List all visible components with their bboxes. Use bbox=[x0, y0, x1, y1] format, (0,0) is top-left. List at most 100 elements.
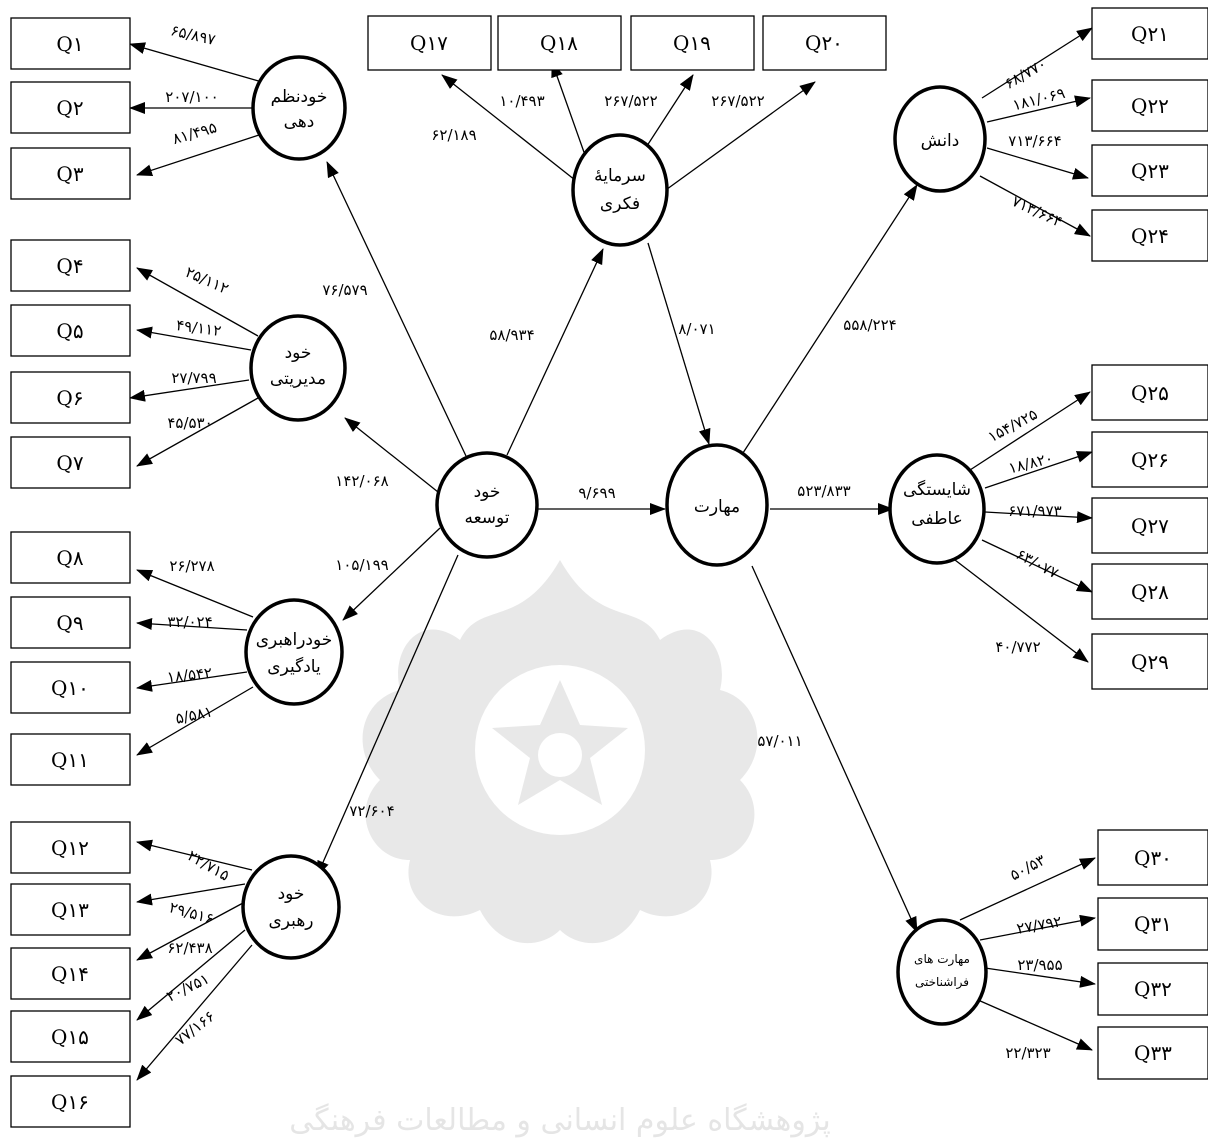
indicator-q12: Q۱۲ bbox=[10, 821, 131, 874]
svg-text:Q۱۷: Q۱۷ bbox=[410, 31, 448, 55]
svg-text:Q۲: Q۲ bbox=[56, 96, 83, 120]
indicator-q6: Q۶ bbox=[10, 371, 131, 424]
svg-text:۵۰/۵۳: ۵۰/۵۳ bbox=[1007, 851, 1048, 884]
svg-text:۵۲۳/۸۳۳: ۵۲۳/۸۳۳ bbox=[797, 482, 850, 500]
svg-text:خود: خود bbox=[474, 482, 501, 502]
edge-sd-discipline bbox=[326, 161, 467, 457]
latent-nodes: خود توسعه خودنظم دهی خود مدیریتی خودراهب… bbox=[241, 55, 988, 1026]
svg-text:Q۶: Q۶ bbox=[56, 386, 83, 410]
svg-text:۱۵۴/۷۲۵: ۱۵۴/۷۲۵ bbox=[985, 405, 1041, 446]
indicator-q4: Q۴ bbox=[10, 239, 131, 292]
svg-text:Q۳۰: Q۳۰ bbox=[1134, 846, 1172, 870]
svg-text:مهارت های: مهارت های bbox=[914, 952, 970, 967]
svg-text:Q۱۲: Q۱۲ bbox=[51, 836, 89, 860]
svg-text:Q۱۵: Q۱۵ bbox=[51, 1025, 89, 1049]
svg-text:۷۲/۶۰۴: ۷۲/۶۰۴ bbox=[349, 802, 394, 820]
indicator-q27: Q۲۷ bbox=[1091, 497, 1208, 554]
indicator-q20: Q۲۰ bbox=[762, 15, 887, 71]
svg-text:مدیریتی: مدیریتی bbox=[270, 369, 326, 389]
node-self-discipline: خودنظم دهی bbox=[251, 55, 347, 161]
svg-text:Q۲۶: Q۲۶ bbox=[1131, 448, 1169, 472]
svg-text:۶۷۱/۹۷۳: ۶۷۱/۹۷۳ bbox=[1008, 502, 1061, 520]
svg-text:Q۱۹: Q۱۹ bbox=[673, 31, 711, 55]
indicator-q32: Q۳۲ bbox=[1097, 962, 1208, 1016]
svg-text:Q۱۴: Q۱۴ bbox=[51, 962, 89, 986]
svg-text:Q۱۱: Q۱۱ bbox=[51, 748, 89, 772]
indicator-q7: Q۷ bbox=[10, 436, 131, 489]
svg-text:۲۶/۲۷۸: ۲۶/۲۷۸ bbox=[169, 557, 214, 575]
indicator-q14: Q۱۴ bbox=[10, 947, 131, 1000]
svg-text:Q۲۰: Q۲۰ bbox=[805, 31, 843, 55]
svg-text:Q۱۰: Q۱۰ bbox=[51, 676, 89, 700]
svg-text:۱۰/۴۹۳: ۱۰/۴۹۳ bbox=[499, 92, 544, 110]
svg-text:Q۹: Q۹ bbox=[56, 611, 83, 635]
svg-text:دهی: دهی bbox=[284, 112, 315, 132]
svg-text:Q۳۳: Q۳۳ bbox=[1134, 1041, 1172, 1065]
svg-text:۵۸/۹۳۴: ۵۸/۹۳۴ bbox=[489, 326, 534, 344]
indicator-q30: Q۳۰ bbox=[1097, 829, 1208, 886]
indicator-q13: Q۱۳ bbox=[10, 883, 131, 936]
svg-text:۱۰۵/۱۹۹: ۱۰۵/۱۹۹ bbox=[335, 556, 388, 574]
indicator-boxes: Q۱ Q۲ Q۳ Q۴ Q۵ Q۶ Q۷ Q۸ Q۹ Q۱۰ Q۱۱ Q۱۲ Q… bbox=[10, 7, 1208, 1128]
indicator-q31: Q۳۱ bbox=[1097, 897, 1208, 951]
svg-text:۲۵/۱۱۲: ۲۵/۱۱۲ bbox=[183, 263, 232, 298]
svg-text:۵۵۸/۲۲۴: ۵۵۸/۲۲۴ bbox=[843, 316, 896, 334]
indicator-q2: Q۲ bbox=[10, 81, 131, 134]
svg-text:Q۸: Q۸ bbox=[56, 546, 83, 570]
svg-text:Q۲۹: Q۲۹ bbox=[1131, 650, 1169, 674]
svg-text:۷۷/۱۶۶: ۷۷/۱۶۶ bbox=[172, 1007, 219, 1049]
svg-text:۷۱۳/۶۶۴: ۷۱۳/۶۶۴ bbox=[1009, 192, 1065, 231]
measurement-paths bbox=[129, 27, 1096, 1081]
indicator-q3: Q۳ bbox=[10, 147, 131, 200]
svg-text:۲۷/۷۹۲: ۲۷/۷۹۲ bbox=[1015, 912, 1063, 938]
edge-skill-metacognitive bbox=[751, 565, 918, 933]
svg-text:Q۳۲: Q۳۲ bbox=[1134, 977, 1172, 1001]
indicator-q9: Q۹ bbox=[10, 596, 131, 649]
svg-text:فراشناختی: فراشناختی bbox=[915, 975, 969, 990]
svg-text:مهارت: مهارت bbox=[694, 497, 740, 517]
indicator-q8: Q۸ bbox=[10, 531, 131, 584]
node-skill: مهارت bbox=[665, 443, 769, 567]
svg-text:خود: خود bbox=[285, 343, 312, 363]
edge-skill-knowledge bbox=[740, 184, 918, 457]
edge-sd-leadership bbox=[316, 554, 459, 877]
svg-text:Q۲۵: Q۲۵ bbox=[1131, 381, 1169, 405]
svg-text:۲۰۷/۱۰۰: ۲۰۷/۱۰۰ bbox=[165, 88, 218, 106]
svg-text:۴۰/۷۷۲: ۴۰/۷۷۲ bbox=[995, 638, 1040, 656]
svg-text:خود: خود bbox=[278, 884, 305, 904]
watermark-text: پژوهشگاه علوم انسانی و مطالعات فرهنگی bbox=[289, 1103, 831, 1138]
indicator-q22: Q۲۲ bbox=[1091, 79, 1208, 132]
indicator-q1: Q۱ bbox=[10, 17, 131, 70]
svg-text:۶۳/۰۷۷: ۶۳/۰۷۷ bbox=[1013, 545, 1061, 582]
indicator-q33: Q۳۳ bbox=[1097, 1026, 1208, 1080]
svg-text:دانش: دانش bbox=[921, 131, 960, 151]
indicator-q5: Q۵ bbox=[10, 304, 131, 357]
svg-text:فکری: فکری bbox=[600, 194, 640, 214]
edge-sd-capital bbox=[506, 248, 604, 456]
svg-text:Q۵: Q۵ bbox=[56, 319, 83, 343]
svg-text:۱۴۲/۰۶۸: ۱۴۲/۰۶۸ bbox=[335, 472, 388, 490]
svg-text:Q۲۱: Q۲۱ bbox=[1131, 22, 1169, 46]
structural-paths bbox=[316, 161, 918, 933]
svg-text:توسعه: توسعه bbox=[464, 508, 509, 528]
indicator-q17: Q۱۷ bbox=[367, 15, 492, 71]
indicator-q25: Q۲۵ bbox=[1091, 364, 1208, 421]
svg-text:Q۷: Q۷ bbox=[56, 451, 83, 475]
node-self-management: خود مدیریتی bbox=[249, 314, 347, 422]
svg-text:۶۵/۸۹۷: ۶۵/۸۹۷ bbox=[169, 21, 217, 49]
svg-text:۲۲/۳۲۳: ۲۲/۳۲۳ bbox=[1005, 1044, 1050, 1062]
svg-text:عاطفی: عاطفی bbox=[911, 509, 963, 529]
svg-text:Q۲۲: Q۲۲ bbox=[1131, 94, 1169, 118]
indicator-q10: Q۱۰ bbox=[10, 661, 131, 714]
svg-text:Q۳: Q۳ bbox=[56, 162, 83, 186]
svg-text:۱۸/۵۴۲: ۱۸/۵۴۲ bbox=[166, 664, 213, 687]
svg-text:Q۲۸: Q۲۸ bbox=[1131, 580, 1169, 604]
svg-text:خودنظم: خودنظم bbox=[271, 87, 328, 107]
node-self-leadership: خود رهبری bbox=[241, 854, 341, 960]
indicator-q18: Q۱۸ bbox=[497, 15, 622, 71]
svg-text:یادگیری: یادگیری bbox=[267, 656, 321, 677]
edge-capital-skill bbox=[647, 242, 711, 445]
svg-text:Q۲۷: Q۲۷ bbox=[1131, 514, 1169, 538]
node-intellectual-capital: سرمایهٔ فکری bbox=[571, 133, 669, 247]
indicator-q28: Q۲۸ bbox=[1091, 563, 1208, 620]
